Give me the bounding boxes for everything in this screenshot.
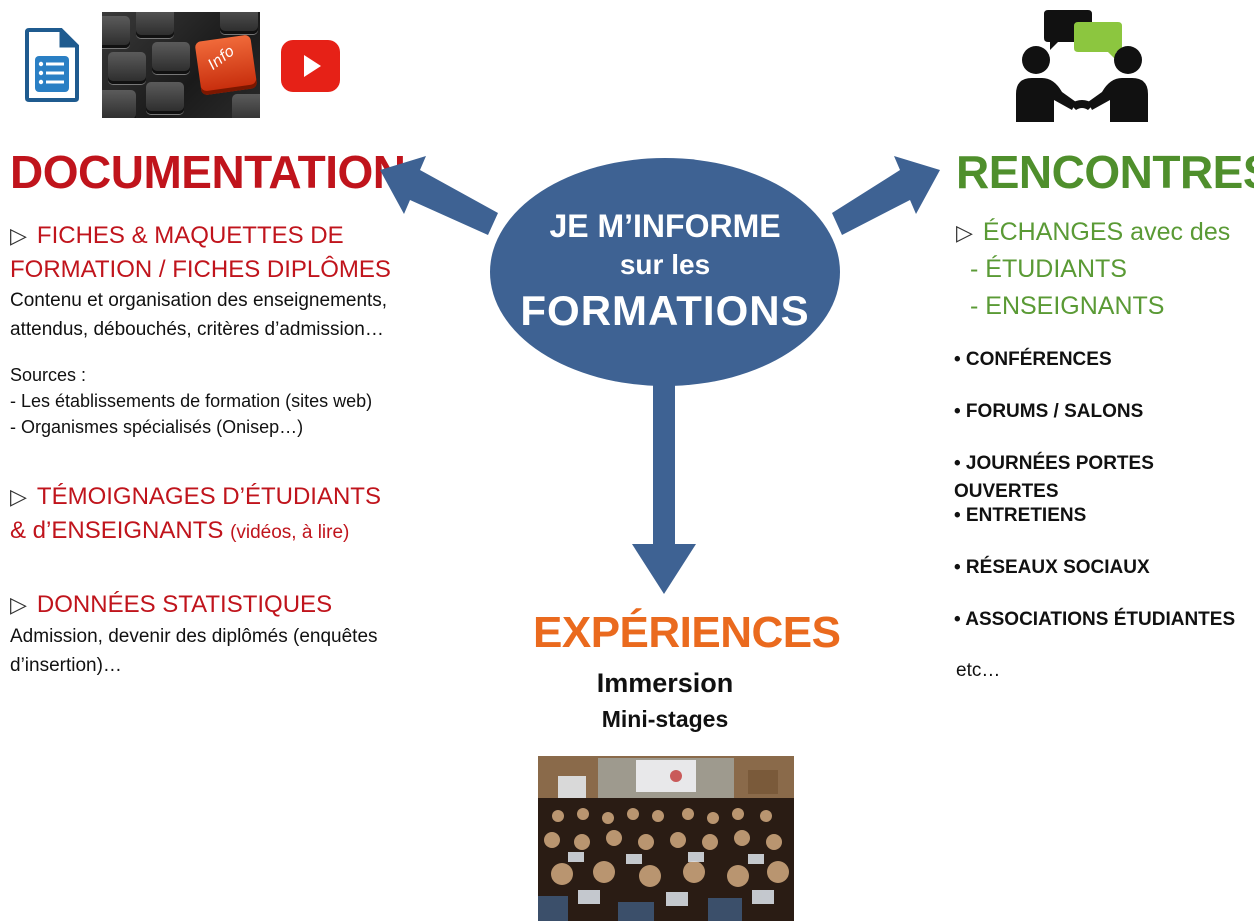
- echanges-block: ▷ ÉCHANGES avec des - ÉTUDIANTS - ENSEIGN…: [956, 214, 1246, 325]
- stats-desc-line2: d’insertion)…: [10, 655, 122, 676]
- echanges-item: - ÉTUDIANTS: [970, 255, 1127, 283]
- triangle-bullet-icon: ▷: [10, 223, 27, 248]
- list-item: • JOURNÉES PORTES OUVERTES: [954, 453, 1154, 502]
- stats-block: ▷ DONNÉES STATISTIQUES Admission, devenir…: [10, 588, 430, 680]
- center-line3: FORMATIONS: [520, 287, 810, 334]
- list-item: • FORUMS / SALONS: [954, 401, 1144, 422]
- stats-desc-line1: Admission, devenir des diplômés (enquête…: [10, 626, 378, 647]
- fiches-desc-line1: Contenu et organisation des enseignement…: [10, 290, 388, 311]
- temoignages-heading: ▷ TÉMOIGNAGES D’ÉTUDIANTS & d’ENSEIGNANTS…: [10, 480, 430, 550]
- lecture-hall-photo: [538, 756, 794, 921]
- documentation-title: DOCUMENTATION: [10, 146, 406, 198]
- temoignages-line2: & d’ENSEIGNANTS: [10, 517, 224, 544]
- sources-block: Sources : - Les établissements de format…: [10, 362, 430, 440]
- fiches-description: Contenu et organisation des enseignement…: [10, 286, 430, 344]
- arrow-right: [832, 156, 940, 235]
- sources-label: Sources :: [10, 365, 87, 385]
- source-item: - Les établissements de formation (sites…: [10, 391, 373, 411]
- stats-title: DONNÉES STATISTIQUES: [36, 591, 333, 618]
- info-key-label: Info: [204, 41, 238, 74]
- list-item: • ASSOCIATIONS ÉTUDIANTES: [954, 609, 1236, 630]
- triangle-bullet-icon: ▷: [10, 592, 27, 617]
- list-item: • ENTRETIENS: [954, 505, 1087, 526]
- fiches-desc-line2: attendus, débouchés, critères d’admissio…: [10, 319, 384, 340]
- center-line2: sur les: [619, 249, 711, 280]
- rencontres-list: • CONFÉRENCES • FORUMS / SALONS • JOURNÉ…: [954, 346, 1254, 658]
- experiences-line2: Mini-stages: [601, 706, 729, 732]
- fiches-line2: FORMATION / FICHES DIPLÔMES: [10, 256, 391, 283]
- center-oval-text: JE M’INFORME sur les FORMATIONS: [490, 158, 840, 386]
- experiences-title: EXPÉRIENCES: [533, 608, 841, 657]
- triangle-bullet-icon: ▷: [10, 484, 27, 509]
- youtube-icon: [281, 40, 340, 92]
- experiences-line1: Immersion: [596, 668, 734, 698]
- temoignages-line1: TÉMOIGNAGES D’ÉTUDIANTS: [36, 483, 381, 510]
- fiches-line1: FICHES & MAQUETTES DE: [36, 222, 344, 249]
- rencontres-title: RENCONTRES: [956, 146, 1254, 198]
- center-line1: JE M’INFORME: [549, 208, 781, 244]
- list-item: • CONFÉRENCES: [954, 349, 1112, 370]
- triangle-bullet-icon: ▷: [956, 220, 973, 245]
- info-key-icon: Info: [102, 12, 260, 118]
- source-item: - Organismes spécialisés (Onisep…): [10, 417, 304, 437]
- temoignages-note: (vidéos, à lire): [230, 522, 350, 543]
- center-oval: [490, 158, 840, 386]
- document-list-icon: [25, 28, 79, 102]
- fiches-heading: ▷ FICHES & MAQUETTES DE FORMATION / FICHE…: [10, 219, 430, 287]
- echanges-item: - ENSEIGNANTS: [970, 292, 1165, 320]
- echanges-heading: ÉCHANGES avec des: [982, 218, 1231, 246]
- meeting-chat-icon: [1016, 10, 1148, 122]
- etc-text: etc…: [956, 660, 1001, 681]
- arrow-down: [632, 384, 696, 594]
- list-item: • RÉSEAUX SOCIAUX: [954, 557, 1150, 578]
